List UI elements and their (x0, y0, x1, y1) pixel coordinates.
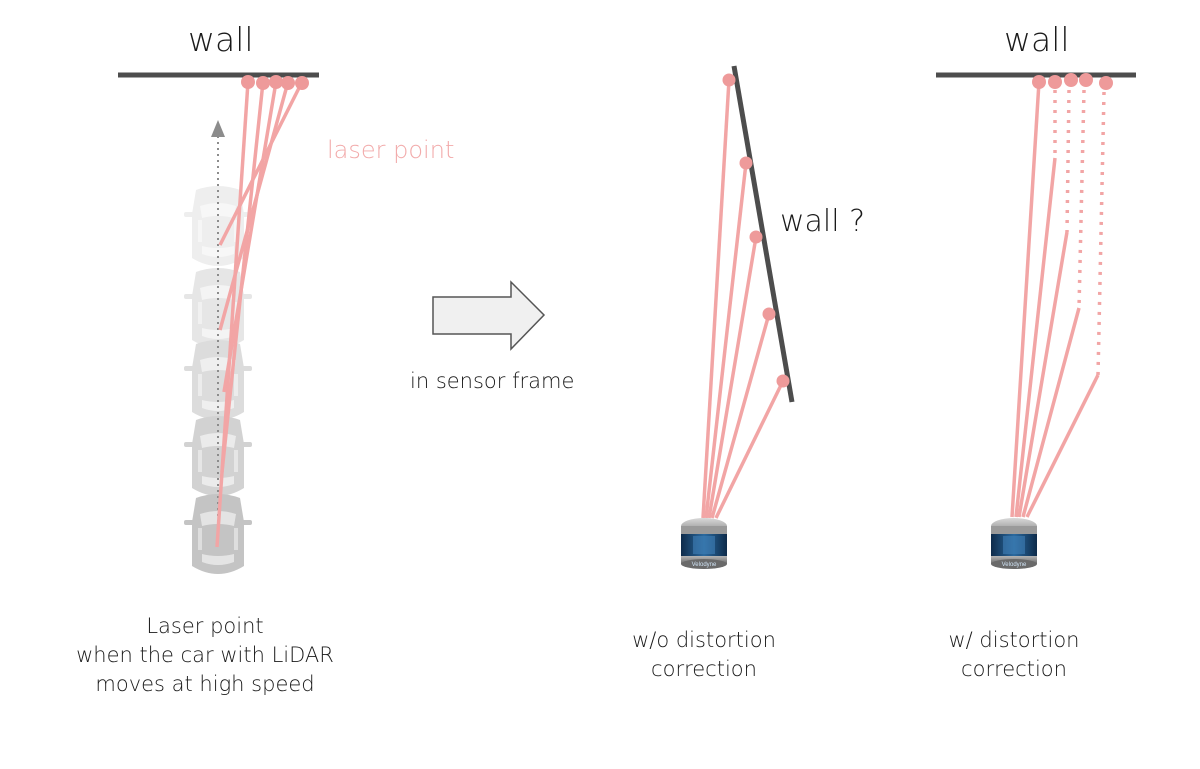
arrow-caption: in sensor frame (410, 369, 575, 393)
wall-label-right: wall (1004, 20, 1070, 59)
right-laser-rays (1010, 81, 1100, 518)
laser-point-label: laser point (327, 136, 455, 164)
wall-question-label: wall ? (780, 204, 866, 239)
block-arrow-icon (432, 280, 546, 351)
right-panel: Velodyne (936, 72, 1136, 569)
caption-left: Laser point when the car with LiDAR move… (76, 614, 334, 696)
left-laser-rays (215, 81, 304, 548)
caption-middle: w/o distortion correction (632, 628, 776, 681)
sensor-brand-right: Velodyne (1002, 562, 1027, 568)
left-laser-points (241, 75, 309, 90)
wall-label-left: wall (188, 20, 254, 59)
tilted-wall-line (731, 65, 795, 403)
left-panel (118, 72, 319, 574)
middle-laser-points (722, 73, 790, 388)
right-laser-points (1032, 73, 1113, 90)
motion-arrow-head (211, 120, 225, 137)
middle-laser-rays (701, 79, 785, 519)
middle-panel: Velodyne (681, 65, 795, 569)
right-correction-dots (1053, 89, 1106, 376)
caption-right: w/ distortion correction (948, 628, 1080, 681)
sensor-brand-middle: Velodyne (692, 562, 717, 568)
